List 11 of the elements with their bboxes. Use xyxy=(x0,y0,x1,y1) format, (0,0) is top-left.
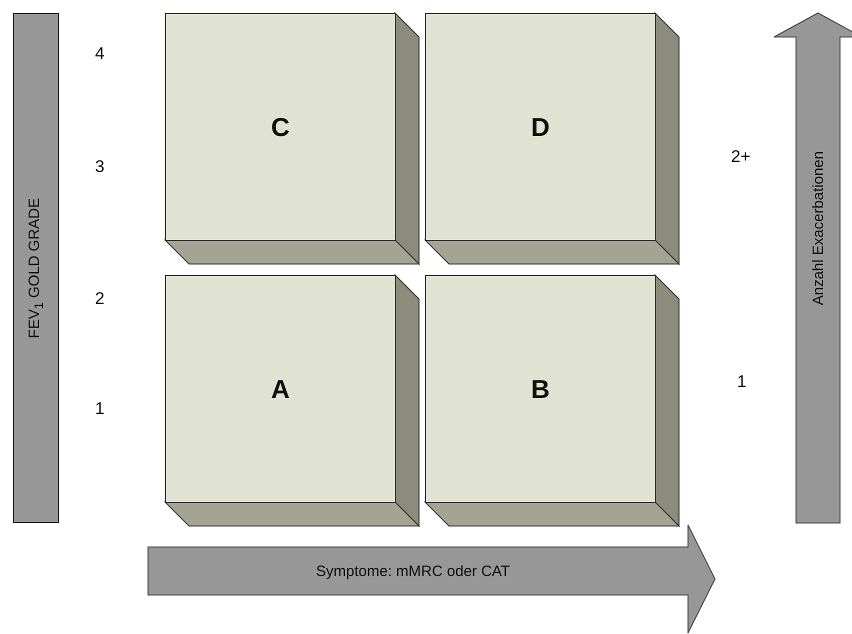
axis-label: Symptome: mMRC oder CAT xyxy=(316,562,510,580)
block-arrow xyxy=(774,13,852,523)
scale-number: 2 xyxy=(95,289,104,309)
scale-number: 1 xyxy=(737,372,746,392)
scale-number: 3 xyxy=(95,157,104,177)
axis-label: Anzahl Exacerbationen xyxy=(810,150,826,306)
block-arrow xyxy=(148,525,715,633)
axis-bar xyxy=(13,13,59,523)
scale-number: 2+ xyxy=(731,147,750,167)
scale-number: 4 xyxy=(95,44,104,64)
scale-number: 1 xyxy=(95,399,104,419)
